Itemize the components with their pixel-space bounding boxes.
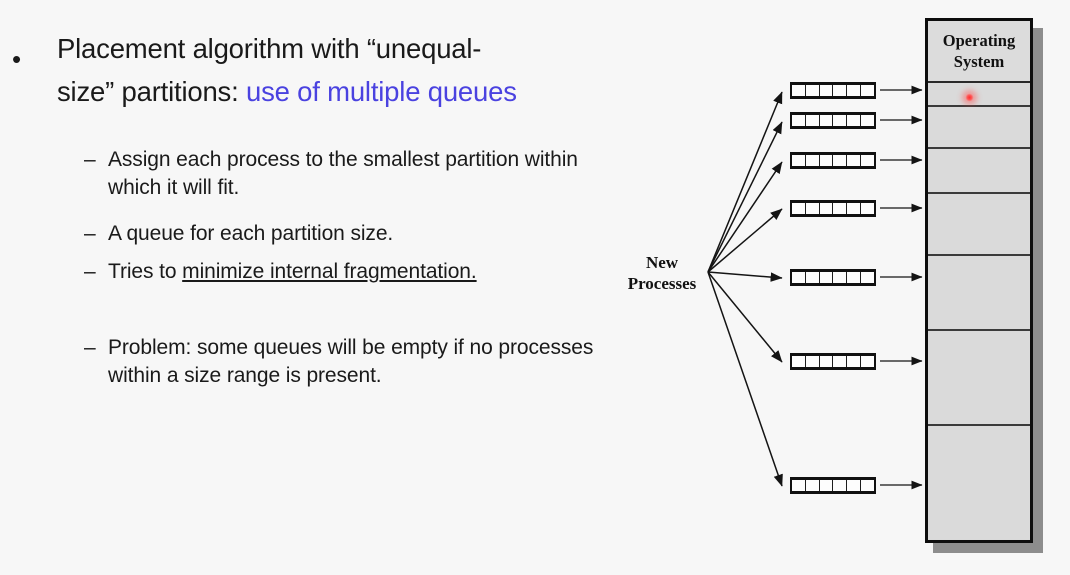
memory-block: Operating System bbox=[925, 18, 1033, 543]
laser-dot-icon bbox=[965, 93, 974, 102]
sub-bullet-text: Assign each process to the smallest part… bbox=[108, 148, 578, 200]
queue-bottom-rail bbox=[790, 95, 876, 99]
main-bullet-line-2-plain: size” partitions: bbox=[57, 75, 246, 107]
main-bullet-line-1: Placement algorithm with “unequal- bbox=[57, 33, 482, 64]
queue-6[interactable] bbox=[790, 353, 876, 370]
fan-arrows bbox=[707, 91, 783, 487]
sub-bullet-text: A queue for each partition size. bbox=[108, 222, 394, 245]
main-bullet-line-2-accent: use of multiple queues bbox=[245, 75, 517, 107]
queue-4[interactable] bbox=[790, 200, 876, 217]
queue-top-rail bbox=[790, 152, 876, 156]
sub-bullet-text: Problem: some queues will be empty if no… bbox=[108, 336, 594, 388]
memory-partition-4[interactable] bbox=[928, 194, 1030, 256]
memory-partition-5[interactable] bbox=[928, 256, 1030, 331]
sub-bullet-marker: – bbox=[84, 148, 96, 171]
main-bullet-line-2: size” partitions: use of multiple queues bbox=[57, 71, 657, 114]
sub-bullet-marker: – bbox=[84, 336, 96, 359]
queue-cells bbox=[790, 85, 876, 96]
new-processes-label-line-2: Processes bbox=[627, 274, 697, 294]
memory-partition-2[interactable] bbox=[928, 107, 1030, 149]
memory-partition-6[interactable] bbox=[928, 331, 1030, 426]
queue-to-memory-arrows bbox=[880, 85, 923, 490]
queue-1[interactable] bbox=[790, 82, 876, 99]
queue-bottom-rail bbox=[790, 490, 876, 494]
bullet-marker: • bbox=[12, 44, 22, 74]
queue-bottom-rail bbox=[790, 366, 876, 370]
os-label-line-1: Operating bbox=[942, 31, 1016, 50]
arrows-svg bbox=[707, 85, 923, 490]
multiple-queues-diagram: New Processes bbox=[600, 0, 1070, 575]
queue-top-rail bbox=[790, 353, 876, 357]
sub-bullet-text: Tries to minimize internal fragmentation… bbox=[108, 258, 608, 286]
main-bullet-text: Placement algorithm with “unequal- size”… bbox=[57, 28, 657, 113]
queue-cells bbox=[790, 480, 876, 491]
queue-bottom-rail bbox=[790, 165, 876, 169]
sub-bullet-text-underlined: minimize internal fragmentation. bbox=[182, 260, 477, 283]
queue-7[interactable] bbox=[790, 477, 876, 494]
new-processes-label: New Processes bbox=[622, 252, 702, 295]
queue-top-rail bbox=[790, 112, 876, 116]
sub-bullet-marker: – bbox=[84, 222, 96, 245]
queue-top-rail bbox=[790, 82, 876, 86]
os-label-line-2: System bbox=[953, 52, 1005, 72]
queue-cells bbox=[790, 155, 876, 166]
queue-cells bbox=[790, 356, 876, 367]
os-partition: Operating System bbox=[928, 21, 1030, 83]
queue-2[interactable] bbox=[790, 112, 876, 129]
text-content-column: • Placement algorithm with “unequal- siz… bbox=[12, 28, 657, 388]
queue-3[interactable] bbox=[790, 152, 876, 169]
sub-bullet-marker: – bbox=[84, 260, 96, 283]
sub-bullet-text-plain: Tries to bbox=[108, 260, 183, 283]
queue-top-rail bbox=[790, 200, 876, 204]
queue-5[interactable] bbox=[790, 269, 876, 286]
memory-partition-7[interactable] bbox=[928, 426, 1030, 539]
queue-top-rail bbox=[790, 269, 876, 273]
queue-bottom-rail bbox=[790, 213, 876, 217]
queue-top-rail bbox=[790, 477, 876, 481]
queue-cells bbox=[790, 203, 876, 214]
queue-bottom-rail bbox=[790, 282, 876, 286]
memory-partition-3[interactable] bbox=[928, 149, 1030, 194]
queue-cells bbox=[790, 272, 876, 283]
queue-bottom-rail bbox=[790, 125, 876, 129]
queue-cells bbox=[790, 115, 876, 126]
new-processes-label-line-1: New bbox=[645, 253, 679, 272]
memory-partition-1[interactable] bbox=[928, 83, 1030, 107]
